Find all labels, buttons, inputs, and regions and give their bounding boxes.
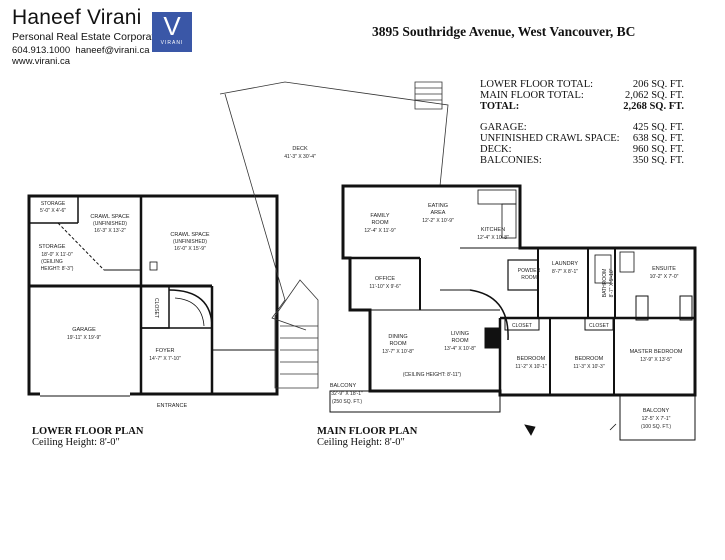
label-balcony1-area: (250 SQ. FT.) <box>332 399 362 405</box>
label-family: FAMILY <box>370 213 389 219</box>
balconies-label: BALCONIES: <box>480 155 542 166</box>
brand-logo: V VIRANI <box>152 12 192 52</box>
label-laundry-dims: 8'-7" X 8'-1" <box>552 269 578 275</box>
label-crawl1-dims: 16'-3" X 13'-2" <box>94 228 126 234</box>
label-office-dims: 11'-10" X 9'-6" <box>369 284 400 290</box>
grand-total-value: 2,268 SQ. FT. <box>623 101 684 112</box>
label-entrance: ENTRANCE <box>157 403 188 409</box>
label-eating-dims: 12'-2" X 10'-9" <box>422 218 454 224</box>
label-ensuite-dims: 10'-2" X 7'-0" <box>650 274 679 280</box>
label-bedroom2: BEDROOM <box>575 356 604 362</box>
label-crawl2-note: (UNFINISHED) <box>173 239 207 245</box>
lower-total-label: LOWER FLOOR TOTAL: <box>480 79 594 90</box>
label-crawl1-note: (UNFINISHED) <box>93 221 127 227</box>
label-balcony2-area: (100 SQ. FT.) <box>641 424 671 430</box>
main-total-label: MAIN FLOOR TOTAL: <box>480 90 584 101</box>
label-powder-2: ROOM <box>521 275 537 281</box>
lower-total-value: 206 SQ. FT. <box>632 79 684 90</box>
label-storage-small: STORAGE <box>41 201 66 207</box>
logo-word: VIRANI <box>160 40 184 46</box>
label-garage: GARAGE <box>72 327 96 333</box>
label-lower-closet: CLOSET <box>153 298 159 318</box>
lower-floor-title: LOWER FLOOR PLAN <box>32 426 144 437</box>
grand-total-label: TOTAL: <box>480 101 520 112</box>
crawl-label: UNFINISHED CRAWL SPACE: <box>480 133 620 144</box>
main-floor-labels: DECK 41'-3" X 30'-4" FAMILY ROOM 12'-4" … <box>284 146 683 430</box>
label-storage-dims: 18'-0" X 11'-0" <box>41 252 72 258</box>
brand-email: haneef@virani.ca <box>75 45 150 56</box>
garage-value: 425 SQ. FT. <box>632 122 684 133</box>
lower-floor-caption: LOWER FLOOR PLAN Ceiling Height: 8'-0" <box>32 426 143 448</box>
label-kitchen-dims: 12'-4" X 10'-8" <box>477 235 509 241</box>
area-summary: LOWER FLOOR TOTAL: 206 SQ. FT. MAIN FLOOR… <box>480 79 684 166</box>
label-master: MASTER BEDROOM <box>630 349 683 355</box>
label-balcony1-dims: 32'-9" X 18'-1" <box>331 391 363 397</box>
label-storage-note2: HEIGHT: 8'-3") <box>41 266 74 272</box>
label-living-dims: 13'-4" X 10'-8" <box>444 346 476 352</box>
label-closet-1: CLOSET <box>512 323 532 329</box>
label-dining: DINING <box>388 334 407 340</box>
main-total-value: 2,062 SQ. FT. <box>624 90 684 101</box>
label-storage-small-dims: 5'-0" X 4'-6" <box>40 208 66 214</box>
main-floor-caption: MAIN FLOOR PLAN Ceiling Height: 8'-0" <box>317 426 417 448</box>
brand-website[interactable]: www.virani.ca <box>12 56 71 67</box>
main-floor-ceiling: Ceiling Height: 8'-0" <box>317 437 405 448</box>
label-crawl2-dims: 16'-0" X 15'-9" <box>174 246 206 252</box>
garage-label: GARAGE: <box>480 122 527 133</box>
label-crawl2: CRAWL SPACE <box>170 232 210 238</box>
label-storage: STORAGE <box>39 244 66 250</box>
label-office: OFFICE <box>375 276 395 282</box>
label-dining-2: ROOM <box>389 341 407 347</box>
label-balcony2: BALCONY <box>643 408 670 414</box>
main-floor-plan <box>329 184 697 441</box>
label-bedroom1-dims: 11'-2" X 10'-1" <box>515 364 546 370</box>
label-family-2: ROOM <box>371 220 389 226</box>
lower-floor-plan <box>27 194 279 397</box>
lower-floor-labels: STORAGE 5'-0" X 4'-6" CRAWL SPACE (UNFIN… <box>39 201 210 409</box>
label-deck-dims: 41'-3" X 30'-4" <box>284 154 316 160</box>
label-bathroom-dims: 8'-7" X 5'-10" <box>609 268 615 297</box>
brand-phone: 604.913.1000 <box>12 45 71 56</box>
label-bedroom2-dims: 11'-3" X 10'-3" <box>573 364 604 370</box>
label-powder: POWDER <box>518 268 541 274</box>
label-dining-dims: 13'-7" X 10'-8" <box>382 349 414 355</box>
label-living: LIVING <box>451 331 469 337</box>
brand-subtitle: Personal Real Estate Corporation <box>12 31 169 43</box>
label-living-2: ROOM <box>451 338 469 344</box>
label-foyer-dims: 14'-7" X 7'-10" <box>149 356 181 362</box>
label-family-dims: 12'-4" X 11'-9" <box>364 228 395 234</box>
label-ensuite: ENSUITE <box>652 266 676 272</box>
lower-floor-ceiling: Ceiling Height: 8'-0" <box>32 437 120 448</box>
label-crawl1: CRAWL SPACE <box>90 214 130 220</box>
label-master-dims: 13'-9" X 13'-5" <box>640 357 672 363</box>
label-eating-2: AREA <box>431 210 446 216</box>
crawl-value: 638 SQ. FT. <box>632 133 684 144</box>
label-balcony1: BALCONY <box>330 383 357 389</box>
brand-contact: 604.913.1000 haneef@virani.ca www.virani… <box>12 45 149 67</box>
label-laundry: LAUNDRY <box>552 261 579 267</box>
deck-label: DECK: <box>480 144 512 155</box>
label-deck: DECK <box>292 146 308 152</box>
label-foyer: FOYER <box>156 348 175 354</box>
label-bedroom1: BEDROOM <box>517 356 546 362</box>
logo-letter: V <box>163 11 181 41</box>
label-closet-2: CLOSET <box>589 323 609 329</box>
balconies-value: 350 SQ. FT. <box>632 155 684 166</box>
label-storage-note1: (CEILING <box>41 259 63 265</box>
main-floor-title: MAIN FLOOR PLAN <box>317 426 418 437</box>
label-ceiling-note: (CEILING HEIGHT: 8'-11") <box>403 372 462 378</box>
brand-name: Haneef Virani <box>12 6 142 29</box>
label-eating: EATING <box>428 203 448 209</box>
label-bathroom: BATHROOM <box>602 269 608 298</box>
label-balcony2-dims: 12'-5" X 7'-1" <box>642 416 671 422</box>
deck-outline <box>219 81 449 389</box>
label-kitchen: KITCHEN <box>481 227 505 233</box>
property-address: 3895 Southridge Avenue, West Vancouver, … <box>372 24 636 39</box>
deck-value: 960 SQ. FT. <box>632 144 684 155</box>
label-garage-dims: 19'-11" X 19'-9" <box>67 335 101 341</box>
